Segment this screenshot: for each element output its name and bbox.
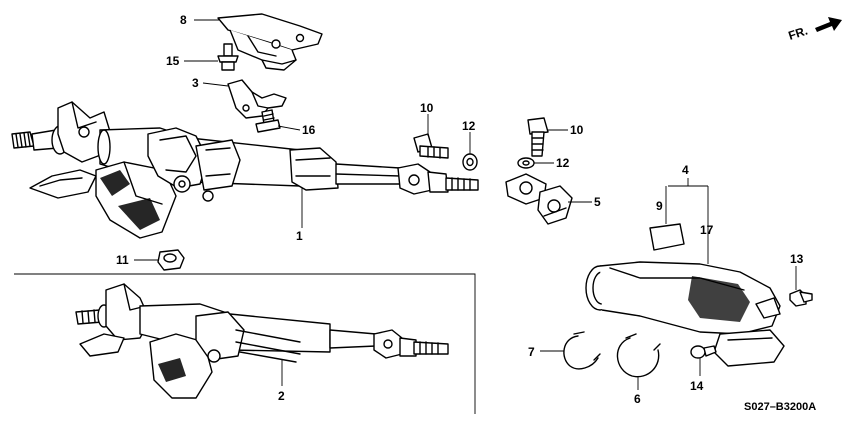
callout-9: 9: [656, 199, 663, 213]
callout-8: 8: [180, 13, 187, 27]
callout-13: 13: [790, 252, 804, 266]
part-8-bracket: [217, 13, 323, 71]
front-arrow-icon: [815, 17, 842, 32]
part-6-clip-ring: [616, 333, 661, 378]
part-10-bolt-right: [527, 117, 549, 157]
callout-4: 4: [682, 163, 689, 177]
part-11-nut: [157, 249, 185, 271]
front-label: FR.: [787, 24, 810, 43]
part-9-pad: [649, 223, 685, 251]
callout-labels: 8 15 3 16 10 12 10 12 5 4 9 17 1 11 13 7…: [116, 13, 804, 406]
callout-6: 6: [634, 392, 641, 406]
part-14-screw: [690, 345, 717, 359]
callout-2: 2: [278, 389, 285, 403]
callout-10-left: 10: [420, 101, 434, 115]
callout-1: 1: [296, 229, 303, 243]
part-1-steering-column: [11, 101, 479, 239]
part-10-bolt-left: [413, 133, 449, 159]
part-2-column-assembly: [75, 283, 449, 399]
diagram-code: S027–B3200A: [744, 401, 816, 413]
callout-10-right: 10: [570, 123, 584, 137]
callout-15: 15: [166, 54, 180, 68]
callout-16: 16: [302, 123, 316, 137]
part-3-clamp: [227, 79, 287, 119]
callout-11: 11: [116, 253, 129, 267]
callout-17: 17: [700, 223, 714, 237]
part-5-universal-joint: [505, 173, 573, 225]
part-17-column-cover: [585, 261, 785, 367]
part-15-bolt: [217, 43, 239, 71]
part-7-clip-ring: [563, 331, 601, 370]
callout-12-right: 12: [556, 156, 570, 170]
part-13-clip: [789, 289, 813, 307]
inset-frame: [14, 273, 476, 414]
part-12-washer-left: [462, 153, 478, 171]
callout-12-left: 12: [462, 119, 476, 133]
part-12-washer-right: [517, 157, 535, 169]
callout-7: 7: [528, 345, 535, 359]
callout-3: 3: [192, 76, 199, 90]
callout-5: 5: [594, 195, 601, 209]
leader-lines: [134, 19, 797, 390]
callout-14: 14: [690, 379, 704, 393]
front-direction-arrow: FR.: [787, 17, 842, 43]
part-16-bolt: [255, 109, 281, 133]
